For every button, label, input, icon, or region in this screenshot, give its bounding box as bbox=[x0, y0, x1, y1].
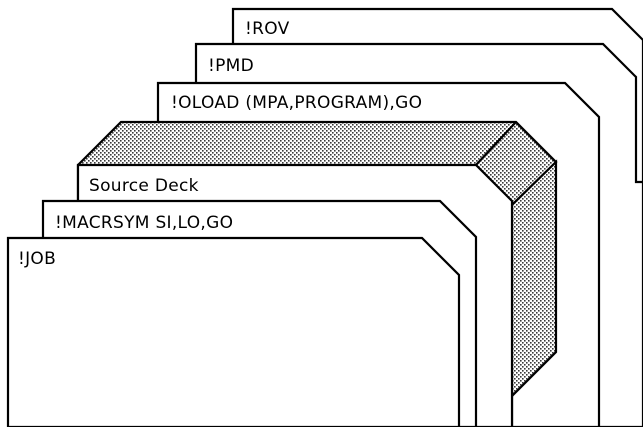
card-macrsym-label: !MACRSYM SI,LO,GO bbox=[55, 213, 233, 233]
card-job: !JOB bbox=[6, 236, 461, 427]
source-deck-label: Source Deck bbox=[89, 176, 199, 196]
card-pmd-label: !PMD bbox=[208, 56, 254, 76]
card-job-label: !JOB bbox=[18, 249, 56, 269]
source-deck-edge bbox=[475, 121, 517, 166]
card-job-outline bbox=[6, 236, 461, 427]
card-rov-label: !ROV bbox=[245, 19, 290, 39]
card-oload-label: !OLOAD (MPA,PROGRAM),GO bbox=[171, 93, 422, 113]
